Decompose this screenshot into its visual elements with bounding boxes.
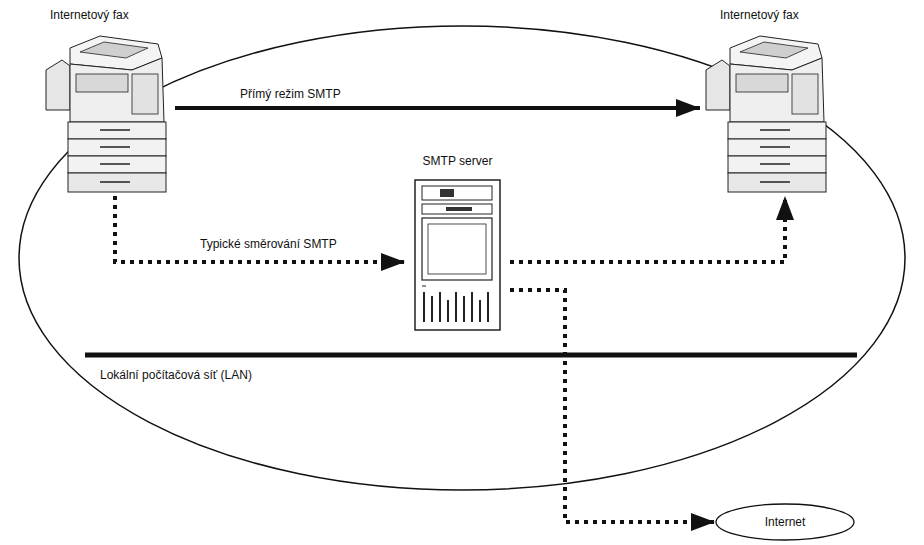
internet-ellipse: Internet — [715, 503, 855, 541]
node-label: Internetový fax — [720, 8, 799, 22]
fax-machine: Internetový fax — [40, 6, 175, 196]
fax-illustration — [46, 36, 166, 192]
dotted-arrow — [115, 196, 405, 262]
edge-label: Typické směrování SMTP — [200, 237, 337, 251]
node-label: Internetový fax — [50, 8, 129, 22]
node-label: SMTP server — [405, 154, 510, 168]
fax-illustration — [706, 36, 826, 192]
lan-line — [85, 353, 857, 358]
server-box: SMTP server — [405, 150, 510, 335]
node-label: Internet — [715, 515, 855, 529]
edge-label: Přímý režim SMTP — [240, 87, 341, 101]
network-ellipse — [19, 26, 905, 490]
dotted-arrow — [510, 196, 785, 262]
dotted-arrow — [510, 290, 715, 522]
ellipse-outline — [716, 504, 854, 540]
server-illustration — [415, 180, 500, 330]
fax-machine: Internetový fax — [700, 6, 835, 196]
solid-arrow — [175, 106, 700, 110]
network-label: Lokální počítačová síť (LAN) — [100, 368, 252, 382]
